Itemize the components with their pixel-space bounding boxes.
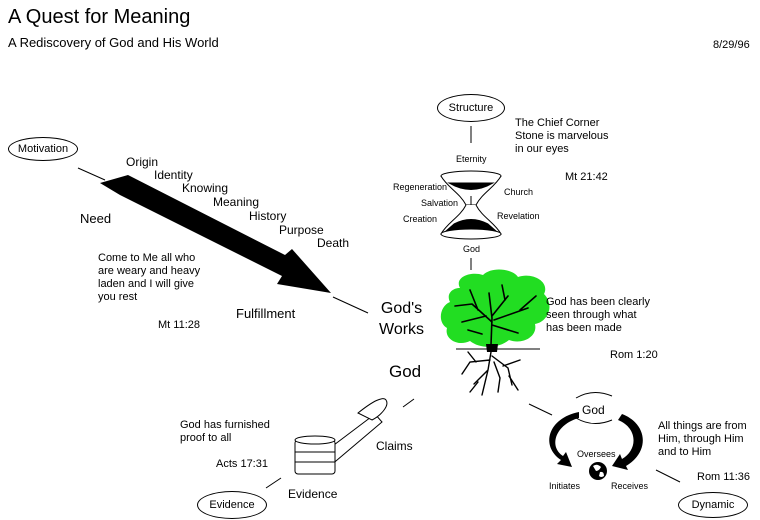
motivation-connector [77,167,106,181]
step-purpose: Purpose [279,223,324,237]
gavel-icon [294,398,388,475]
fulfillment-label: Fulfillment [236,306,296,321]
structure-ref: Mt 21:42 [565,171,608,183]
center-god-label: God [389,362,422,381]
hourglass-eternity: Eternity [456,154,487,164]
evidence-upper-connector [402,398,415,408]
structure-quote: The Chief Corner Stone is marvelous in o… [515,117,609,155]
hourglass-icon [440,170,502,240]
receives-label: Receives [611,481,649,491]
evidence-ref: Acts 17:31 [216,458,268,470]
step-identity: Identity [154,168,193,182]
evidence-node[interactable]: Evidence [197,491,267,519]
evidence-lower-connector [265,477,282,489]
hourglass-salvation: Salvation [421,198,459,208]
cycle-arrows-icon [549,412,643,470]
connector-lines [77,126,681,489]
motivation-node[interactable]: Motivation [8,137,78,161]
page-title: A Quest for Meaning [8,6,191,28]
step-knowing: Knowing [182,181,229,195]
gods-works-label: God's Works [379,300,425,338]
dynamic-quote: All things are from Him, through Him and… [658,420,747,458]
dynamic-lower-connector [655,469,681,483]
works-ref: Rom 1:20 [610,349,658,361]
step-history: History [249,209,287,223]
dynamic-node[interactable]: Dynamic [678,492,748,518]
page-subtitle: A Rediscovery of God and His World [8,35,219,50]
need-label: Need [80,211,112,226]
step-death: Death [317,236,350,250]
hourglass-revelation: Revelation [497,211,540,221]
globe-icon [589,462,607,480]
hourglass-regeneration: Regeneration [393,182,448,192]
dynamic-god-label: God [582,403,605,417]
step-origin: Origin [126,155,159,169]
claims-label: Claims [376,439,413,453]
need-arrow-icon [100,175,331,293]
evidence-quote: God has furnished proof to all [180,419,270,444]
dynamic-upper-connector [528,403,553,416]
structure-node[interactable]: Structure [437,94,505,122]
motivation-quote: Come to Me all who are weary and heavy l… [98,252,201,303]
roots-icon [461,351,521,396]
motivation-ref: Mt 11:28 [158,319,200,331]
hourglass-god: God [463,244,481,254]
date-label: 8/29/96 [713,39,750,51]
arrow-to-works-connector [332,296,369,314]
hourglass-creation: Creation [403,214,438,224]
evidence-label: Evidence [288,487,338,501]
oversees-label: Oversees [577,449,616,459]
dynamic-ref: Rom 11:36 [697,471,750,483]
works-quote: God has been clearly seen through what h… [546,296,650,334]
initiates-label: Initiates [549,481,581,491]
tree-icon [440,269,550,396]
hourglass-church: Church [504,187,534,197]
god-symbol-icon [575,392,613,424]
step-meaning: Meaning [213,195,260,209]
